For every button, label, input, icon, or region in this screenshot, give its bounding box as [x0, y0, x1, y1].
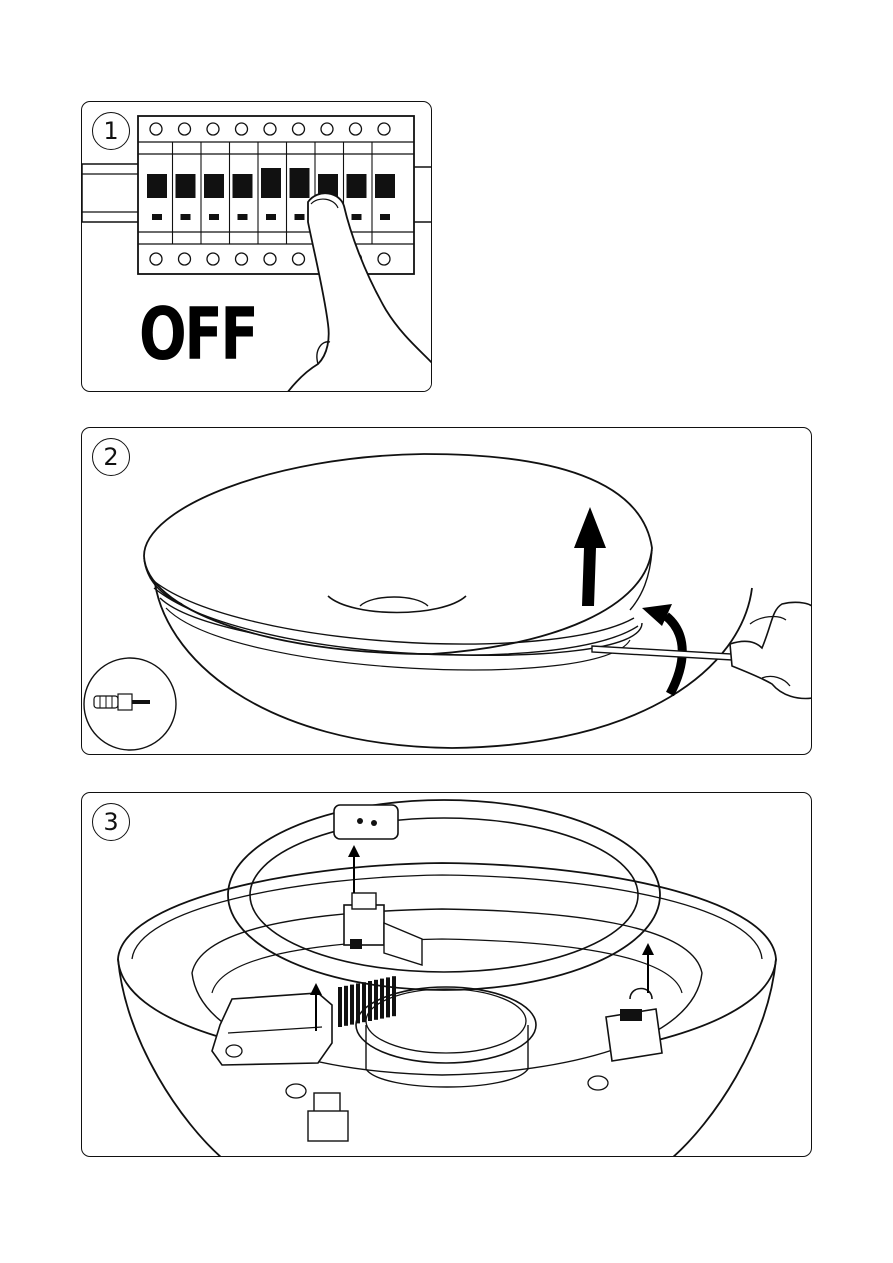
- off-label: OFF: [139, 298, 256, 370]
- up-arrow-icon: [82, 793, 812, 1157]
- flat-screwdriver-tool-icon: [82, 428, 812, 755]
- pressing-hand-icon: [82, 102, 432, 392]
- step-1-number: 1: [92, 112, 130, 150]
- step-1-panel: 1 OFF: [81, 101, 432, 392]
- step-2-panel: 2: [81, 427, 812, 755]
- step-2-number: 2: [92, 438, 130, 476]
- step-3-number: 3: [92, 803, 130, 841]
- step-3-panel: 3: [81, 792, 812, 1157]
